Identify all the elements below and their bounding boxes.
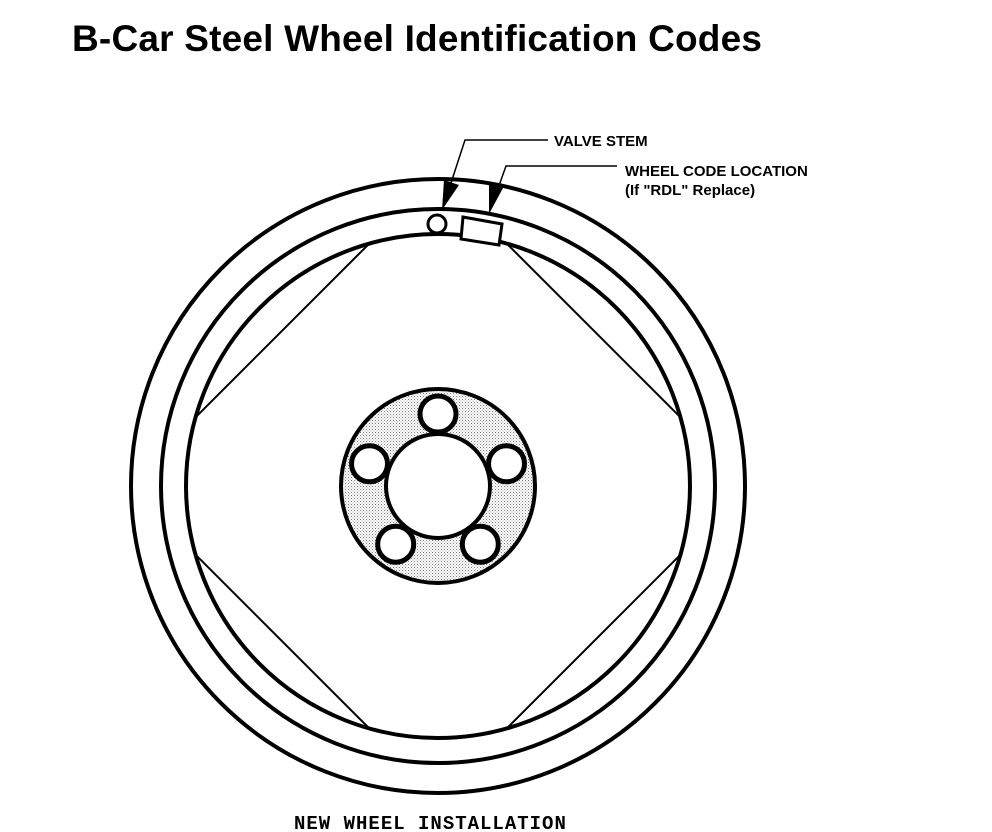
lug-hole [349, 443, 390, 485]
lug-holes [349, 393, 527, 565]
lug-hole [375, 523, 417, 565]
lug-hole [417, 393, 459, 435]
wheel-code-arrow [489, 182, 503, 214]
center-bore [384, 432, 492, 540]
wheel-disc [186, 234, 690, 738]
diagram-caption: NEW WHEEL INSTALLATION [294, 813, 567, 832]
lug-hole [459, 523, 501, 565]
wheel-code-box [459, 215, 504, 247]
valve-stem-label: VALVE STEM [554, 133, 648, 150]
valve-stem-arrow [442, 180, 459, 210]
wheel-code-leader [495, 165, 617, 195]
lug-hole [486, 443, 527, 485]
page-title: B-Car Steel Wheel Identification Codes [72, 18, 763, 59]
rim-flange [159, 207, 717, 765]
valve-stem-leader [449, 139, 548, 187]
wheel-code-location-label: WHEEL CODE LOCATION [625, 163, 808, 180]
outer-rim [129, 177, 747, 795]
wheel-code-note-label: (If "RDL" Replace) [625, 182, 755, 199]
valve-stem-hole [426, 213, 448, 235]
